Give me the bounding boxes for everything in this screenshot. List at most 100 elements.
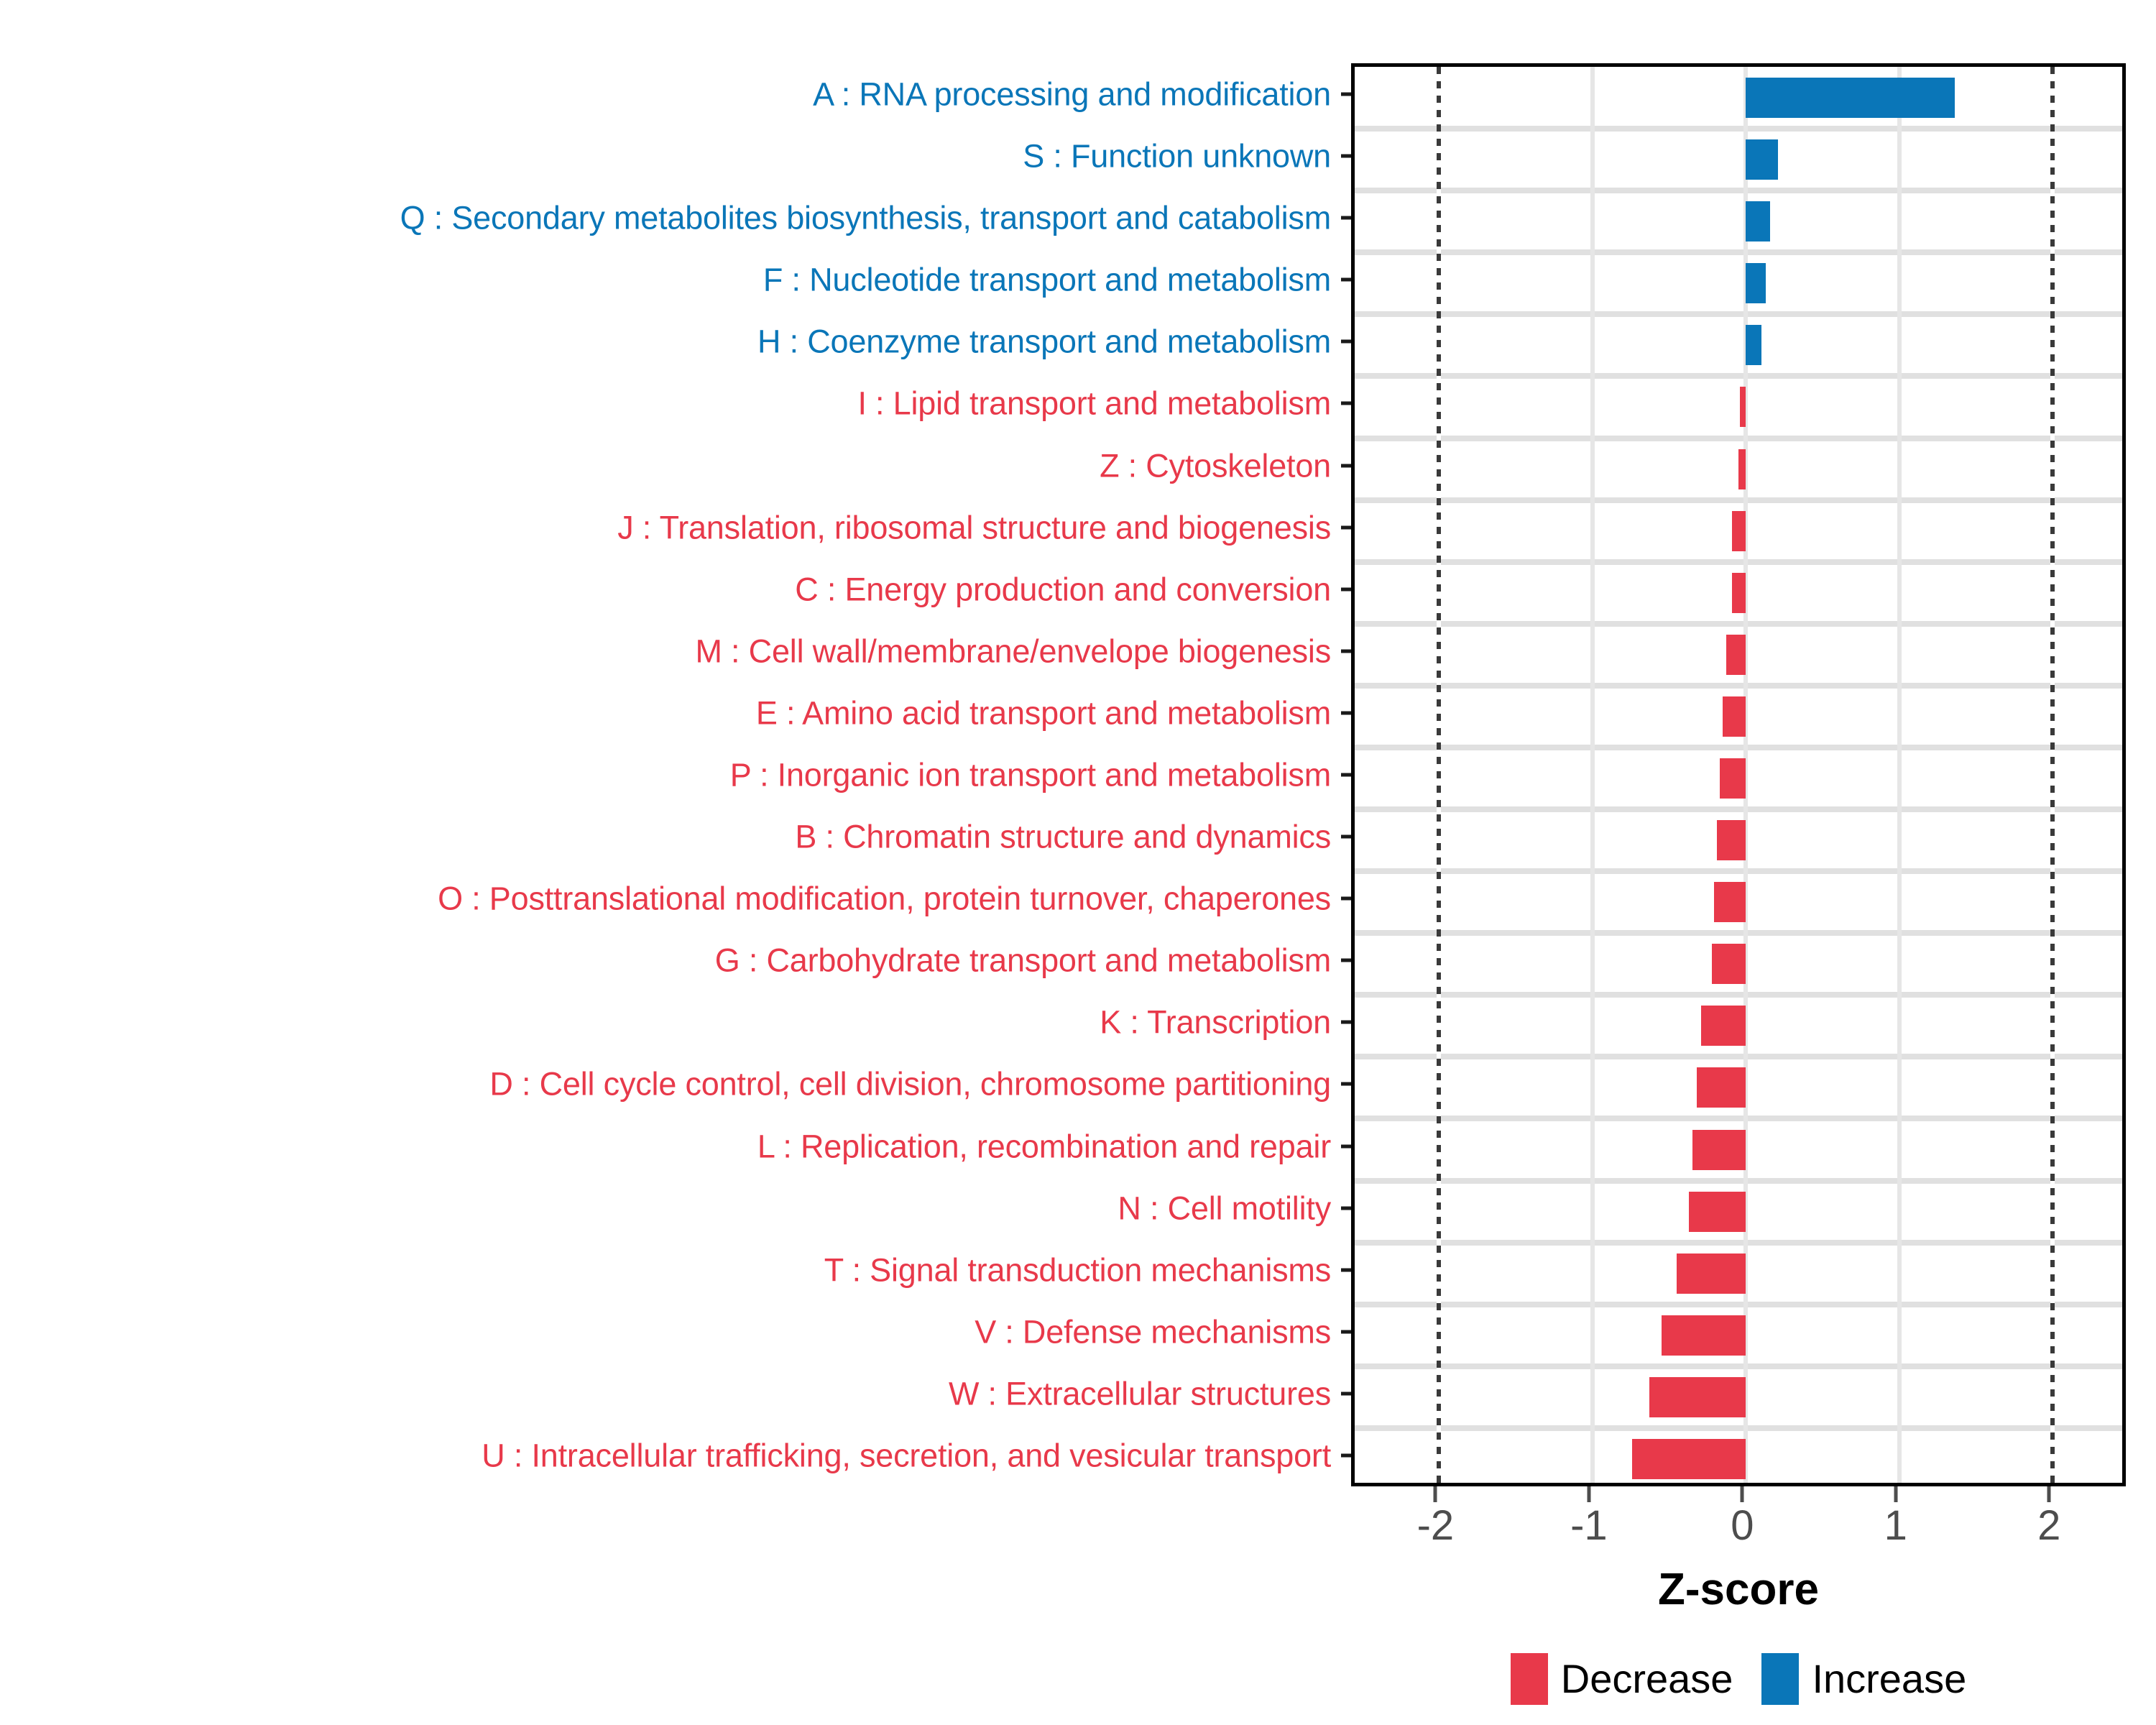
bar[interactable] — [1746, 325, 1761, 366]
y-axis-tick-label: L : Replication, recombination and repai… — [757, 1128, 1331, 1165]
gridline-horizontal — [1355, 373, 2122, 380]
bar[interactable] — [1713, 882, 1746, 923]
gridline-vertical — [1743, 67, 1749, 1483]
bar[interactable] — [1746, 263, 1766, 304]
gridline-horizontal — [1355, 311, 2122, 318]
legend-item-increase[interactable]: Increase — [1761, 1653, 1966, 1705]
y-axis-tick-label: H : Coenzyme transport and metabolism — [757, 323, 1331, 360]
y-axis-tick-label: O : Posttranslational modification, prot… — [438, 880, 1331, 917]
y-axis-tick-mark — [1341, 1144, 1351, 1149]
bar[interactable] — [1716, 820, 1746, 861]
bar[interactable] — [1712, 944, 1746, 985]
bar[interactable] — [1692, 1129, 1746, 1170]
y-axis-tick-mark — [1341, 339, 1351, 344]
y-axis-tick-label: J : Translation, ribosomal structure and… — [617, 509, 1331, 546]
y-axis-tick-mark — [1341, 1453, 1351, 1458]
bar[interactable] — [1632, 1438, 1746, 1479]
bar[interactable] — [1677, 1253, 1746, 1294]
bar[interactable] — [1739, 387, 1746, 428]
gridline-horizontal — [1355, 1054, 2122, 1060]
bar[interactable] — [1661, 1315, 1746, 1356]
gridline-vertical — [1590, 67, 1595, 1483]
bar[interactable] — [1726, 634, 1746, 675]
x-axis-tick-label: 1 — [1884, 1502, 1907, 1549]
bar[interactable] — [1732, 510, 1746, 551]
legend-item-decrease[interactable]: Decrease — [1510, 1653, 1733, 1705]
gridline-horizontal — [1355, 1301, 2122, 1307]
bar[interactable] — [1649, 1376, 1746, 1417]
y-axis-tick-mark — [1341, 1392, 1351, 1396]
y-axis-tick-label: E : Amino acid transport and metabolism — [755, 694, 1331, 732]
y-axis-tick-mark — [1341, 464, 1351, 468]
gridline-horizontal — [1355, 126, 2122, 132]
y-axis-tick-mark — [1341, 587, 1351, 592]
gridline-horizontal — [1355, 620, 2122, 627]
bar[interactable] — [1746, 139, 1779, 180]
gridline-horizontal — [1355, 744, 2122, 750]
y-axis-tick-mark — [1341, 277, 1351, 282]
y-axis-tick-label: A : RNA processing and modification — [813, 75, 1331, 113]
y-axis-tick-mark — [1341, 1206, 1351, 1210]
y-axis-tick-label: U : Intracellular trafficking, secretion… — [482, 1437, 1331, 1474]
y-axis-tick-mark — [1341, 896, 1351, 901]
gridline-horizontal — [1355, 1239, 2122, 1246]
y-axis-tick-label: K : Transcription — [1100, 1003, 1331, 1041]
gridline-horizontal — [1355, 992, 2122, 998]
y-axis-tick-label: Q : Secondary metabolites biosynthesis, … — [400, 199, 1332, 236]
bar[interactable] — [1738, 448, 1746, 489]
gridline-horizontal — [1355, 806, 2122, 813]
y-axis-tick-mark — [1341, 401, 1351, 405]
y-axis-tick-mark — [1341, 958, 1351, 962]
y-axis-tick-label: M : Cell wall/membrane/envelope biogenes… — [695, 632, 1331, 670]
x-axis-tick-mark — [2047, 1486, 2051, 1502]
reference-line — [1437, 67, 1442, 1483]
y-axis-tick-label: T : Signal transduction mechanisms — [824, 1251, 1331, 1289]
bar[interactable] — [1746, 78, 1955, 119]
y-axis-tick-mark — [1341, 649, 1351, 653]
x-axis-tick-label: 2 — [2037, 1502, 2061, 1549]
bar[interactable] — [1720, 758, 1746, 799]
gridline-horizontal — [1355, 930, 2122, 937]
y-axis-tick-mark — [1341, 525, 1351, 530]
y-axis-tick-label: B : Chromatin structure and dynamics — [795, 818, 1331, 855]
x-axis-tick-mark — [1587, 1486, 1591, 1502]
gridline-horizontal — [1355, 1425, 2122, 1431]
y-axis-tick-label: C : Energy production and conversion — [795, 571, 1331, 608]
y-axis-tick-label: P : Inorganic ion transport and metaboli… — [729, 756, 1331, 794]
y-axis-tick-mark — [1341, 216, 1351, 220]
gridline-horizontal — [1355, 682, 2122, 689]
gridline-horizontal — [1355, 188, 2122, 194]
gridline-horizontal — [1355, 435, 2122, 441]
gridline-horizontal — [1355, 1363, 2122, 1369]
y-axis-tick-mark — [1341, 1268, 1351, 1272]
gridline-horizontal — [1355, 868, 2122, 875]
y-axis-tick-mark — [1341, 154, 1351, 158]
y-axis-tick-label: G : Carbohydrate transport and metabolis… — [714, 942, 1331, 979]
x-axis-tick-mark — [1894, 1486, 1898, 1502]
y-axis-tick-mark — [1341, 711, 1351, 715]
y-axis-tick-mark — [1341, 834, 1351, 839]
y-axis-tick-label: D : Cell cycle control, cell division, c… — [489, 1065, 1331, 1103]
y-axis-tick-label: Z : Cytoskeleton — [1100, 447, 1331, 484]
bar[interactable] — [1732, 572, 1746, 613]
y-axis-tick-mark — [1341, 1330, 1351, 1334]
gridline-horizontal — [1355, 558, 2122, 565]
y-axis-tick-mark — [1341, 773, 1351, 777]
bar[interactable] — [1746, 201, 1771, 242]
gridline-horizontal — [1355, 1177, 2122, 1184]
x-axis-tick-label: -2 — [1416, 1502, 1455, 1549]
bar[interactable] — [1723, 696, 1746, 737]
bar[interactable] — [1701, 1006, 1746, 1046]
legend-label-increase: Increase — [1812, 1656, 1967, 1701]
y-axis-tick-mark — [1341, 1082, 1351, 1086]
bar[interactable] — [1689, 1191, 1746, 1232]
legend: Decrease Increase — [1351, 1653, 2126, 1705]
y-axis-tick-mark — [1341, 1020, 1351, 1024]
gridline-horizontal — [1355, 497, 2122, 503]
bar[interactable] — [1697, 1067, 1746, 1108]
x-axis-title: Z-score — [1658, 1565, 1819, 1614]
legend-label-decrease: Decrease — [1560, 1656, 1733, 1701]
